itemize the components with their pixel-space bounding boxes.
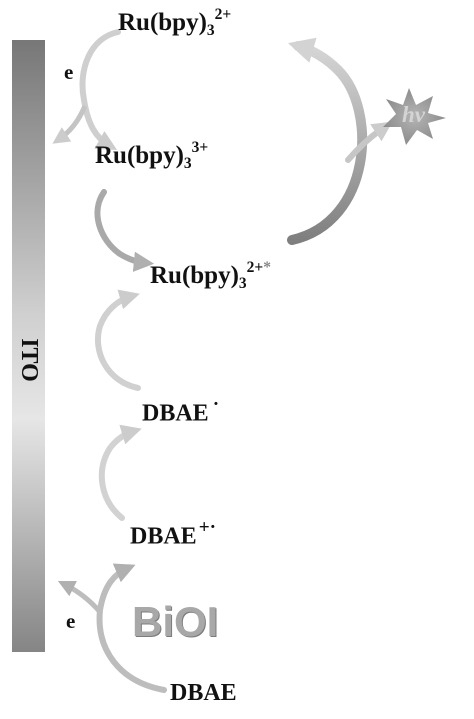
ru-bpy-excited-label: Ru(bpy)32+* xyxy=(150,258,272,292)
ito-electrode-bar xyxy=(12,40,45,652)
ito-label: ITO xyxy=(15,330,42,390)
bioi-oxidation-arc-arrow xyxy=(96,563,167,693)
dbae-radical-label: DBAE· xyxy=(142,394,220,427)
emission-arrow xyxy=(345,121,393,163)
electron-label-top: e xyxy=(64,60,74,84)
deprotonation-arc-arrow xyxy=(98,424,142,521)
bioi-electron-to-ito-arrow xyxy=(57,580,103,615)
emission-label: hν xyxy=(402,102,425,127)
radical-electron-transfer-arrow xyxy=(95,289,141,391)
relaxation-arc-arrow xyxy=(287,37,368,245)
ru-bpy-oxidized-label: Ru(bpy)33+ xyxy=(95,138,209,172)
ru-bpy-ground-state-label: Ru(bpy)32+ xyxy=(118,5,232,39)
electron-label-bottom: e xyxy=(66,609,76,633)
dbae-label: DBAE xyxy=(170,680,237,706)
reduction-arc-arrow xyxy=(94,189,155,272)
photon-burst-icon xyxy=(383,88,446,145)
dbae-cation-radical-label: DBAE+· xyxy=(130,517,217,550)
ito-label-text: ITO xyxy=(15,338,42,382)
oxidation-arc-arrow xyxy=(79,29,121,151)
bioi-label: BiOI xyxy=(132,598,219,645)
electron-to-ito-arrow xyxy=(52,105,87,144)
